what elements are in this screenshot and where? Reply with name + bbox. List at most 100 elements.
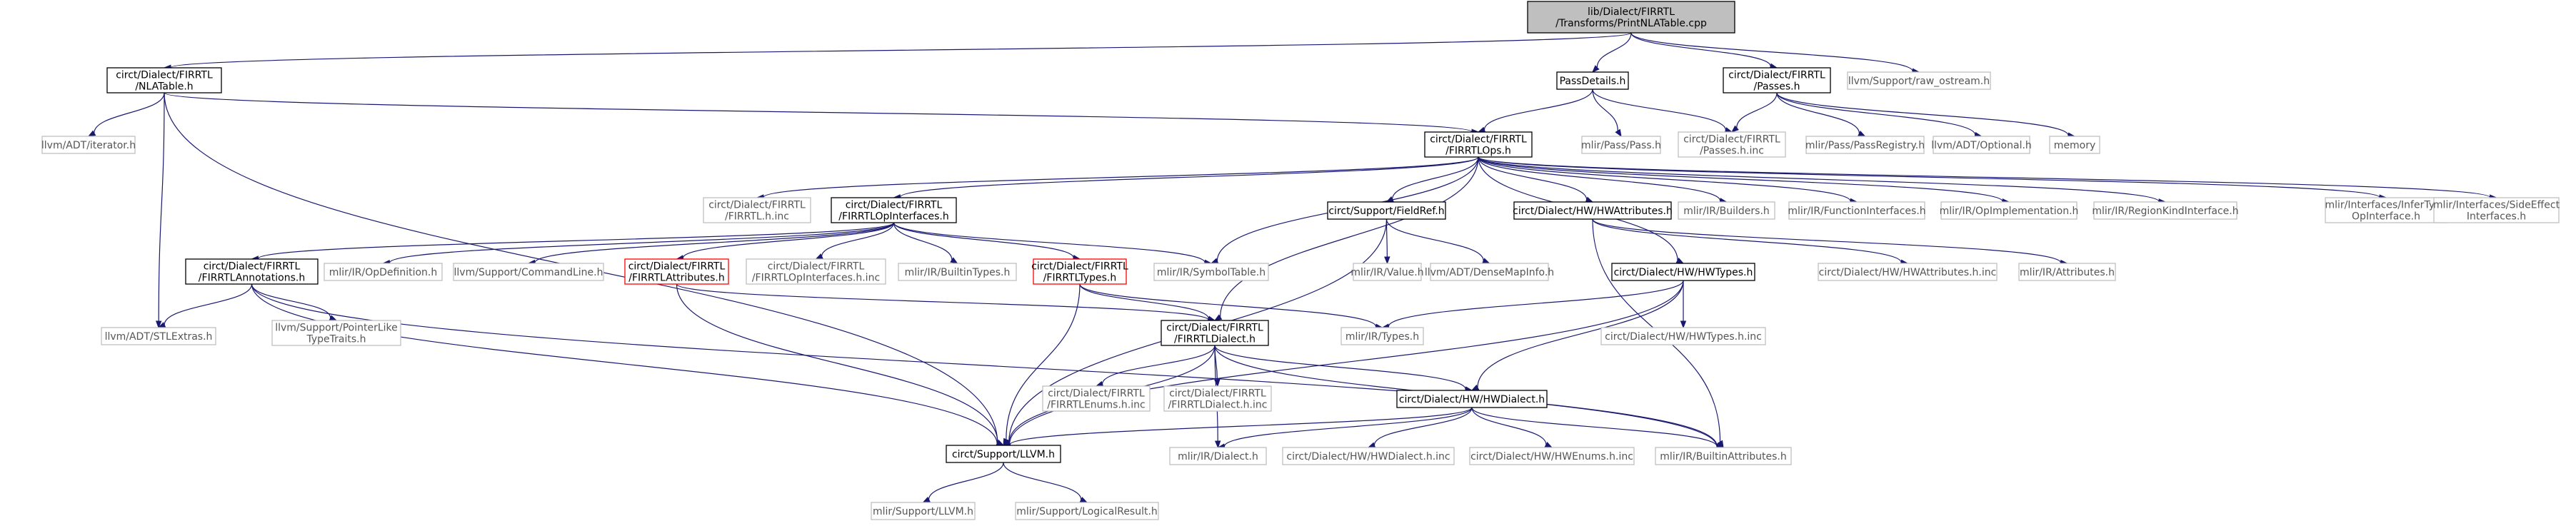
node-hwtypes[interactable]: circt/Dialect/HW/HWTypes.h: [1611, 263, 1755, 281]
node-label: llvm/ADT/iterator.h: [41, 140, 136, 151]
node-firrtldialect[interactable]: circt/Dialect/FIRRTL/FIRRTLDialect.h: [1161, 320, 1269, 346]
node-box: [1788, 201, 1925, 220]
edge-firrtlopinterfaces-to-firrtltypes: [893, 222, 1074, 258]
node-mlirllvm: mlir/Support/LLVM.h: [871, 502, 976, 520]
node-firrtlattributes[interactable]: circt/Dialect/FIRRTL/FIRRTLAttributes.h: [624, 258, 729, 285]
node-hwdialect[interactable]: circt/Dialect/HW/HWDialect.h: [1396, 390, 1548, 408]
arrowhead-root-to-passdetails: [1592, 65, 1600, 73]
node-logicalresult: mlir/Support/LogicalResult.h: [1015, 502, 1159, 520]
node-label: PassDetails.h: [1560, 76, 1626, 87]
node-label: circt/Dialect/HW/HWDialect.h.inc: [1286, 451, 1450, 462]
node-box: [1723, 67, 1831, 93]
node-box: [101, 327, 216, 345]
node-box: [1153, 263, 1269, 281]
node-box: [746, 258, 886, 285]
node-hwattributes[interactable]: circt/Dialect/HW/HWAttributes.h: [1513, 201, 1673, 220]
edge-passes-to-memory: [1776, 92, 2069, 136]
node-label: /Passes.h.inc: [1700, 146, 1764, 157]
node-box: [1169, 447, 1267, 465]
node-label: circt/Dialect/HW/HWTypes.h: [1614, 267, 1753, 278]
node-box: [1282, 447, 1455, 465]
node-box: [1600, 327, 1766, 345]
node-nlatable[interactable]: circt/Dialect/FIRRTL/NLATable.h: [106, 67, 222, 93]
edge-hwtypes-to-hwdialect: [1477, 280, 1684, 388]
node-circtllvm[interactable]: circt/Support/LLVM.h: [946, 445, 1061, 463]
node-regionkind: mlir/IR/RegionKindInterface.h: [2092, 201, 2239, 220]
edge-circtllvm-to-logicalresult: [1003, 462, 1082, 500]
node-label: circt/Dialect/FIRRTL: [1683, 134, 1780, 146]
edge-hwtypes-to-circtllvm: [1009, 280, 1684, 444]
node-firrtltypes[interactable]: circt/Dialect/FIRRTL/FIRRTLTypes.h: [1031, 258, 1128, 285]
node-passdetails[interactable]: PassDetails.h: [1556, 71, 1629, 90]
node-box: [1033, 258, 1127, 285]
edge-root-to-nlatable: [170, 32, 1632, 69]
node-label: /FIRRTLOpInterfaces.h.inc: [752, 273, 880, 284]
node-box: [1353, 263, 1422, 281]
node-box: [1527, 1, 1735, 34]
edge-firrtltypes-to-mlirtypes: [1079, 283, 1377, 327]
node-box: [1678, 201, 1775, 220]
edge-firrtlops-to-builders: [1478, 156, 1721, 201]
edge-nlatable-to-stlextras: [158, 92, 165, 322]
node-fieldref[interactable]: circt/Support/FieldRef.h: [1327, 201, 1446, 220]
arrowhead-nlatable-to-iterator: [87, 130, 96, 137]
node-label: circt/Dialect/FIRRTL: [1166, 323, 1263, 334]
node-box: [1430, 263, 1549, 281]
node-label: mlir/IR/RegionKindInterface.h: [2092, 206, 2238, 217]
node-densemapinfo: llvm/ADT/DenseMapInfo.h: [1425, 263, 1554, 281]
node-firrtlopinterfaces[interactable]: circt/Dialect/FIRRTL/FIRRTLOpInterfaces.…: [831, 197, 957, 223]
node-builtintypes: mlir/IR/BuiltinTypes.h: [898, 263, 1017, 281]
node-box: [271, 320, 401, 346]
node-label: mlir/IR/Types.h: [1345, 331, 1419, 343]
node-box: [703, 197, 811, 223]
node-firrtlhinc: circt/Dialect/FIRRTL/FIRRTL.h.inc: [703, 197, 811, 223]
node-hwtypesinc: circt/Dialect/HW/HWTypes.h.inc: [1600, 327, 1766, 345]
node-box: [106, 67, 222, 93]
node-label: OpInterface.h: [2352, 211, 2420, 223]
edge-hwtypes-to-mlirtypes: [1388, 280, 1684, 327]
edge-firrtltypes-to-firrtldialect: [1079, 283, 1209, 319]
edge-hwdialect-to-circtllvm: [1009, 407, 1473, 445]
node-box: [41, 136, 136, 154]
node-label: /FIRRTLEnums.h.inc: [1047, 400, 1145, 411]
node-label: llvm/ADT/STLExtras.h: [105, 331, 213, 343]
node-box: [324, 263, 443, 281]
node-label: mlir/Pass/Pass.h: [1581, 140, 1661, 151]
edge-nlatable-to-firrtlops: [164, 92, 1473, 133]
arrowhead-hwattributes-to-builtinattributes: [1717, 440, 1724, 449]
edge-passdetails-to-mlirpass: [1592, 88, 1618, 131]
edge-firrtlannotations-to-stlextras: [164, 283, 253, 325]
edge-firrtlannotations-to-builtinattributes: [251, 283, 1718, 447]
node-box: [1556, 71, 1629, 90]
node-firrtlannotations[interactable]: circt/Dialect/FIRRTL/FIRRTLAnnotations.h: [185, 258, 319, 285]
arrowhead-passdetails-to-mlirpass: [1615, 128, 1622, 138]
node-label: /Passes.h: [1754, 81, 1800, 93]
edge-firrtlops-to-sideeffect: [1478, 156, 2491, 198]
edge-hwdialect-to-mlirdialect: [1223, 407, 1473, 447]
node-label: /FIRRTLAnnotations.h: [199, 273, 305, 284]
node-label: circt/Dialect/FIRRTL: [1169, 388, 1266, 400]
node-functioninterfaces: mlir/IR/FunctionInterfaces.h: [1788, 201, 1926, 220]
node-label: mlir/Pass/PassRegistry.h: [1805, 140, 1925, 151]
node-label: TypeTraits.h: [306, 334, 366, 345]
edge-firrtlopinterfaces-to-builtintypes: [893, 222, 953, 261]
node-label: /NLATable.h: [135, 81, 193, 93]
edge-firrtlops-to-hwattributes: [1478, 156, 1588, 200]
node-root[interactable]: lib/Dialect/FIRRTL/Transforms/PrintNLATa…: [1527, 1, 1735, 34]
node-hwdialectinc: circt/Dialect/HW/HWDialect.h.inc: [1282, 447, 1455, 465]
node-box: [831, 197, 957, 223]
node-box: [2433, 197, 2560, 223]
node-box: [2018, 263, 2116, 281]
edge-firrtlopinterfaces-to-symboltable: [893, 222, 1206, 263]
edge-firrtlopinterfaces-to-firrtlattributes: [682, 222, 895, 258]
node-label: /FIRRTL.h.inc: [725, 211, 789, 223]
edge-firrtlopinterfaces-to-firrtlopinterfacesinc: [821, 222, 895, 257]
edge-passes-to-optional: [1776, 92, 1976, 136]
node-passes[interactable]: circt/Dialect/FIRRTL/Passes.h: [1723, 67, 1831, 93]
node-label: Interfaces.h: [2467, 211, 2526, 223]
node-firrtlops[interactable]: circt/Dialect/FIRRTL/FIRRTLOps.h: [1424, 131, 1533, 158]
node-label: memory: [2054, 140, 2096, 151]
nodes-layer: lib/Dialect/FIRRTL/Transforms/PrintNLATa…: [41, 1, 2560, 520]
